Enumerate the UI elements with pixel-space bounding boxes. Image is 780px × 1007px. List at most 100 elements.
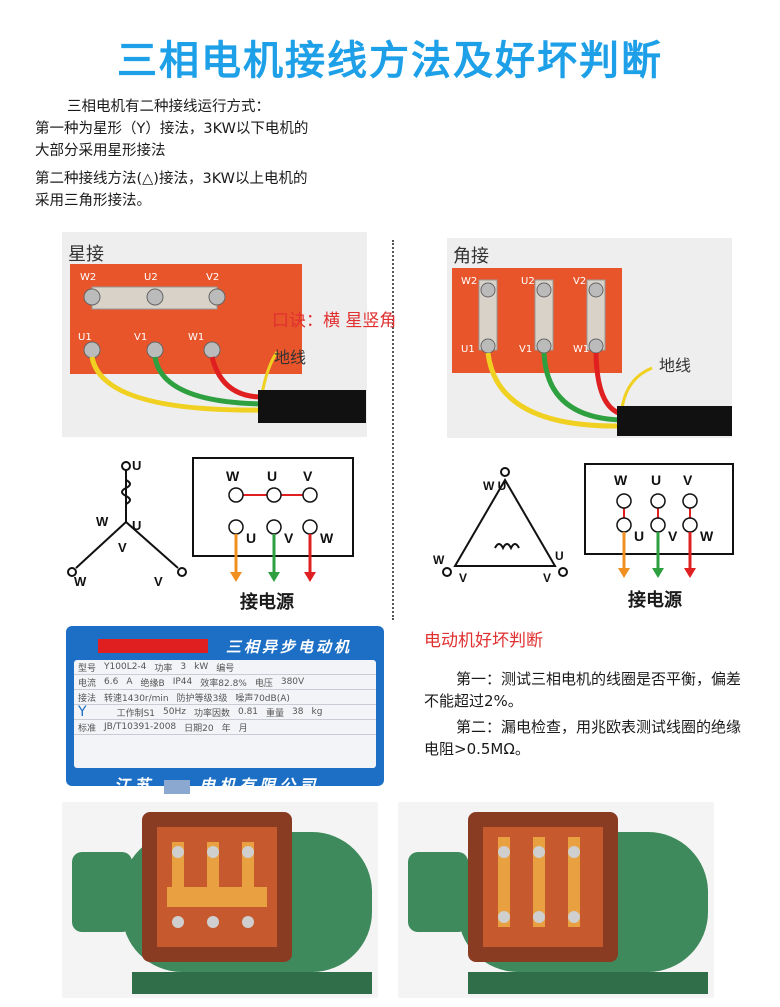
delta-power-arrows (618, 532, 696, 578)
star-power-arrows (230, 534, 316, 582)
spec-cell: JB/T10391-2008 (104, 722, 177, 732)
spec-cell: 月 (238, 723, 248, 734)
judge-title: 电动机好坏判断 (424, 631, 543, 651)
nameplate-row: 电流 6.6 A 绝缘B IP44 效率82.8% 电压 380V (74, 675, 376, 690)
svg-text:W: W (433, 553, 445, 567)
svg-text:U: U (267, 468, 277, 484)
intro-line: 第二种接线方法(△)接法，3KW以上电机的 (35, 171, 308, 187)
svg-text:W: W (96, 514, 109, 529)
delta-power-label: 接电源 (628, 590, 682, 611)
spec-cell: 标准 (78, 723, 97, 734)
svg-text:U: U (132, 458, 141, 473)
terminal-w2: W2 (80, 272, 97, 283)
spec-cell: 转速1430r/min (104, 693, 169, 704)
redacted-block (163, 779, 190, 794)
judge-paragraph-2: 第二：漏电检查，用兆欧表测试线圈的绝缘电阻>0.5MΩ。 (424, 718, 742, 758)
spec-cell: 380V (280, 677, 305, 687)
spec-cell: 38 (292, 707, 304, 717)
terminal-u2: U2 (144, 272, 158, 283)
spec-cell: kg (311, 707, 323, 717)
svg-text:W: W (320, 530, 334, 546)
nameplate-red-bar (98, 639, 208, 653)
maker-suffix: 电机有限公司 (199, 776, 320, 795)
svg-text:W: W (74, 574, 87, 589)
connection-symbol: Y (78, 704, 87, 720)
spec-cell: 绝缘B (140, 678, 165, 689)
judge-text: 第一：测试三相电机的线圈是否平衡，偏差不能超过2%。 第二：漏电检查，用兆欧表测… (424, 668, 754, 764)
star-terminal-board (70, 264, 366, 423)
ground-label: 地线 (659, 356, 692, 375)
nameplate-row: 型号 Y100L2-4 功率 3 kW 编号 (74, 660, 376, 675)
spec-cell: 重量 (266, 708, 285, 719)
motor-photo-right (398, 802, 714, 998)
intro-line: 三相电机有二种接线运行方式： (67, 99, 270, 115)
star-power-label: 接电源 (240, 592, 294, 613)
delta-winding-symbol: W U W U V V (433, 467, 568, 585)
spec-cell: kW (194, 662, 209, 672)
spec-cell: 工作制S1 (116, 708, 156, 719)
svg-text:U: U (132, 518, 141, 533)
terminal-w2: W2 (461, 276, 478, 287)
terminal-v1: V1 (519, 344, 533, 355)
spec-cell: 功率因数 (193, 708, 230, 719)
delta-photo: 角接 W2 U2 V2 U1 V1 W1 地线 (447, 238, 732, 438)
svg-text:W: W (614, 472, 628, 488)
maker-name: 江苏 (114, 776, 155, 795)
terminal-v2: V2 (573, 276, 587, 287)
nameplate-title: 三相异步电动机 (226, 637, 353, 656)
nameplate-row: 标准 JB/T10391-2008 日期20 年 月 (74, 720, 376, 735)
nameplate-spec-table: 型号 Y100L2-4 功率 3 kW 编号 电流 6.6 A 绝缘B IP44… (74, 660, 376, 768)
spec-cell: 接法 (78, 693, 97, 704)
terminal-w1: W1 (573, 344, 590, 355)
svg-text:V: V (683, 472, 693, 488)
motor-nameplate: 三相异步电动机 型号 Y100L2-4 功率 3 kW 编号 电流 6.6 A … (66, 626, 384, 795)
spec-cell: 功率 (154, 663, 173, 674)
terminal-u1: U1 (78, 332, 92, 343)
spec-cell: IP44 (172, 677, 193, 687)
terminal-u2: U2 (521, 276, 535, 287)
judge-paragraph-1: 第一：测试三相电机的线圈是否平衡，偏差不能超过2%。 (424, 670, 742, 710)
nameplate-row: Y 工作制S1 50Hz 功率因数 0.81 重量 38 kg (74, 704, 376, 720)
svg-text:W U: W U (483, 479, 506, 493)
terminal-v2: V2 (206, 272, 220, 283)
svg-text:W: W (700, 528, 714, 544)
svg-text:U: U (246, 530, 256, 546)
page-title: 三相电机接线方法及好坏判断 (117, 38, 663, 84)
svg-text:V: V (543, 571, 551, 585)
spec-cell: 0.81 (237, 707, 259, 717)
terminal-w1: W1 (188, 332, 205, 343)
star-photo: 星接 W2 U2 V2 U1 V1 W1 地线 (62, 232, 367, 437)
spec-cell: 年 (221, 723, 231, 734)
svg-text:V: V (303, 468, 313, 484)
terminal-u1: U1 (461, 344, 475, 355)
spec-cell: 电流 (78, 678, 97, 689)
svg-text:U: U (555, 549, 564, 563)
star-label: 星接 (68, 244, 104, 265)
terminal-v1: V1 (134, 332, 148, 343)
svg-text:V: V (459, 571, 467, 585)
svg-text:U: U (634, 528, 644, 544)
svg-text:V: V (118, 540, 127, 555)
section-divider (392, 240, 394, 620)
nameplate-row: 接法 转速1430r/min 防护等级3级 噪声70dB(A) (74, 690, 376, 705)
svg-text:U: U (651, 472, 661, 488)
spec-cell: 电压 (254, 678, 273, 689)
ground-label: 地线 (274, 348, 307, 367)
svg-text:W: W (226, 468, 240, 484)
spec-cell: 防护等级3级 (176, 693, 228, 704)
spec-cell: 噪声70dB(A) (235, 693, 290, 704)
spec-cell: 3 (180, 662, 187, 672)
delta-label: 角接 (453, 246, 489, 267)
spec-cell: 型号 (78, 663, 97, 674)
spec-cell: 日期20 (184, 723, 214, 734)
spec-cell: 50Hz (163, 707, 186, 717)
intro-line: 采用三角形接法。 (35, 193, 151, 209)
motor-photo-left (62, 802, 378, 998)
spec-cell: A (126, 677, 133, 687)
nameplate-maker: 江苏 电机有限公司 (74, 772, 376, 796)
spec-cell: 6.6 (104, 677, 119, 687)
intro-text: 三相电机有二种接线运行方式： 第一种为星形（Y）接法，3KW以下电机的 大部分采… (35, 96, 415, 212)
mnemonic: 口诀：横 星竖角 (272, 311, 397, 331)
spec-cell: 编号 (216, 663, 235, 674)
